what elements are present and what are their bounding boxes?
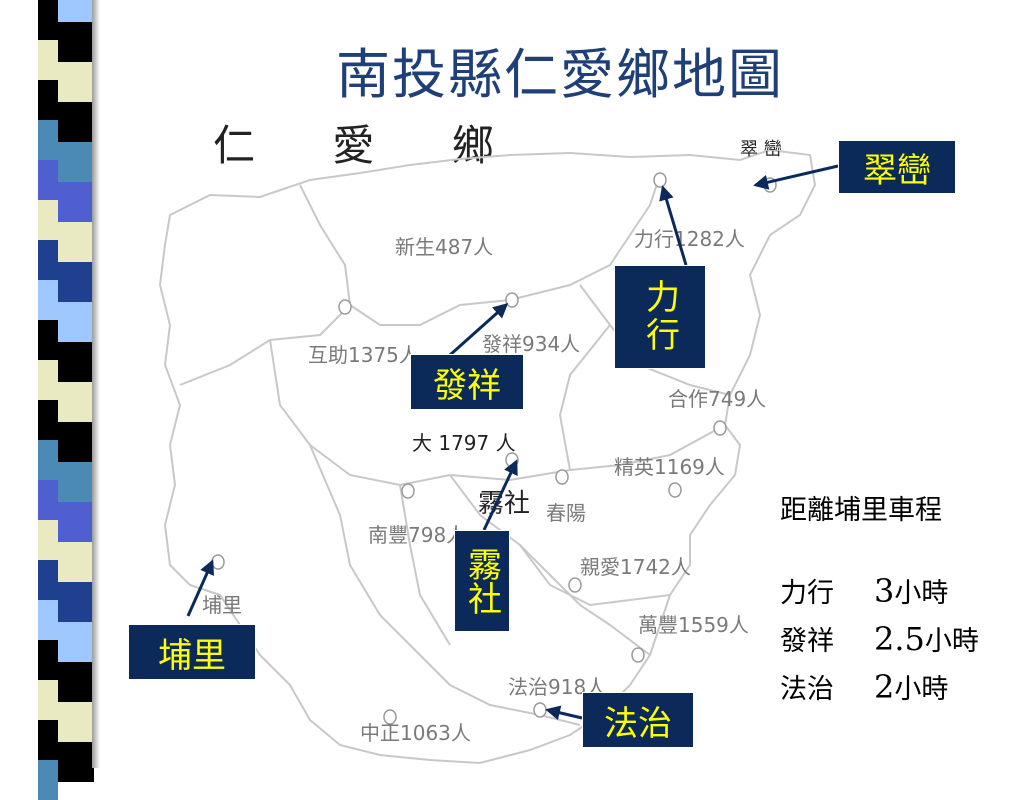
village-label-nanfeng: 南豐798人 bbox=[368, 523, 467, 547]
village-label-jingying: 精英1169人 bbox=[614, 455, 725, 479]
village-label-zhongzheng: 中正1063人 bbox=[360, 721, 471, 745]
strip-square bbox=[38, 80, 58, 120]
strip-square bbox=[38, 640, 58, 680]
travel-unit: 小時 bbox=[924, 626, 979, 657]
strip-square bbox=[58, 142, 94, 182]
travel-hours: 2.5 bbox=[874, 620, 925, 658]
travel-heading: 距離埔里車程 bbox=[780, 495, 942, 526]
township-boundary bbox=[158, 148, 817, 765]
strip-square bbox=[38, 760, 58, 800]
callout-fazhi: 法治 bbox=[582, 692, 694, 748]
callout-lixing: 力行 bbox=[614, 265, 706, 369]
village-label-xinsheng: 新生487人 bbox=[395, 235, 494, 259]
strip-square bbox=[38, 200, 58, 240]
strip-square bbox=[38, 120, 58, 160]
village-label-cuiluan: 翠 巒 bbox=[740, 139, 782, 160]
strip-square bbox=[58, 742, 94, 782]
boundary-line bbox=[449, 474, 651, 656]
strip-square bbox=[58, 222, 94, 262]
strip-square bbox=[38, 560, 58, 600]
strip-square bbox=[38, 280, 58, 320]
village-label-hezuo: 合作749人 bbox=[668, 387, 767, 411]
village-label-lixing: 力行1282人 bbox=[634, 227, 745, 251]
village-marker bbox=[668, 482, 682, 498]
strip-square bbox=[58, 182, 94, 222]
travel-hours: 2 bbox=[874, 668, 895, 706]
strip-shadow bbox=[92, 0, 100, 768]
village-label-wanfeng: 萬豐1559人 bbox=[638, 613, 749, 637]
strip-square bbox=[58, 262, 94, 302]
strip-square bbox=[58, 342, 94, 382]
slide-title: 南投縣仁愛鄉地圖 bbox=[336, 43, 784, 106]
strip-square bbox=[38, 600, 58, 640]
village-marker bbox=[568, 577, 582, 593]
strip-square bbox=[58, 542, 94, 582]
strip-square bbox=[58, 0, 94, 22]
strip-square bbox=[38, 320, 58, 360]
strip-square bbox=[38, 480, 58, 520]
boundary-line bbox=[558, 324, 611, 471]
strip-square bbox=[58, 382, 94, 422]
village-marker bbox=[533, 702, 547, 718]
boundary-line bbox=[309, 444, 581, 726]
strip-square bbox=[58, 422, 94, 462]
strip-square bbox=[58, 102, 94, 142]
strip-square bbox=[38, 160, 58, 200]
boundary-line bbox=[519, 544, 671, 607]
decorative-strip bbox=[0, 0, 100, 800]
strip-square bbox=[38, 0, 58, 40]
village-label-qinai: 親愛1742人 bbox=[580, 555, 691, 579]
strip-square bbox=[38, 720, 58, 760]
village-marker bbox=[338, 299, 352, 315]
village-marker bbox=[383, 709, 397, 725]
callout-cuiluan: 翠巒 bbox=[838, 140, 956, 194]
village-marker bbox=[713, 420, 727, 436]
strip-square bbox=[58, 622, 94, 662]
callout-puli: 埔里 bbox=[128, 624, 256, 680]
callout-wushe: 霧社 bbox=[454, 530, 510, 632]
boundary-line bbox=[399, 484, 451, 646]
strip-square bbox=[58, 582, 94, 622]
callout-fazhang: 發祥 bbox=[410, 354, 524, 410]
village-marker bbox=[401, 483, 415, 499]
village-marker bbox=[211, 554, 225, 570]
strip-square bbox=[58, 702, 94, 742]
map-heading: 仁 愛 鄉 bbox=[213, 121, 526, 170]
strip-square bbox=[38, 360, 58, 400]
village-marker bbox=[505, 292, 519, 308]
village-marker bbox=[653, 172, 667, 188]
strip-square bbox=[58, 62, 94, 102]
village-label-wushe: 霧社 bbox=[478, 489, 531, 519]
strip-square bbox=[38, 240, 58, 280]
village-label-datong: 大 1797 人 bbox=[412, 431, 516, 455]
village-label-huzhu: 互助1375人 bbox=[308, 343, 419, 367]
travel-unit: 小時 bbox=[894, 578, 949, 609]
travel-place: 法治 bbox=[780, 674, 834, 705]
travel-row: 法治 2小時 bbox=[780, 667, 1020, 715]
strip-square bbox=[58, 662, 94, 702]
travel-row: 力行 3小時 bbox=[780, 571, 1020, 619]
strip-square bbox=[38, 680, 58, 720]
village-marker bbox=[763, 177, 777, 193]
strip-square bbox=[58, 502, 94, 542]
travel-place: 力行 bbox=[780, 578, 834, 609]
travel-row: 發祥 2.5小時 bbox=[780, 619, 1020, 667]
travel-hours: 3 bbox=[874, 572, 895, 610]
strip-square bbox=[38, 40, 58, 80]
village-label-fazhang: 發祥934人 bbox=[482, 332, 581, 356]
travel-place: 發祥 bbox=[780, 626, 834, 657]
township-map: 翠 巒 力行1282人 新生487人 發祥934人 互助1375人 合作749人… bbox=[150, 125, 850, 768]
strip-square bbox=[58, 462, 94, 502]
strip-square bbox=[38, 400, 58, 440]
village-marker bbox=[631, 647, 645, 663]
strip-square bbox=[38, 440, 58, 480]
village-label-chunyang: 春陽 bbox=[546, 501, 586, 525]
strip-square bbox=[58, 22, 94, 62]
strip-square bbox=[58, 302, 94, 342]
village-label-puli: 埔里 bbox=[202, 593, 242, 617]
village-marker bbox=[555, 469, 569, 485]
travel-unit: 小時 bbox=[894, 674, 949, 705]
strip-square bbox=[38, 520, 58, 560]
